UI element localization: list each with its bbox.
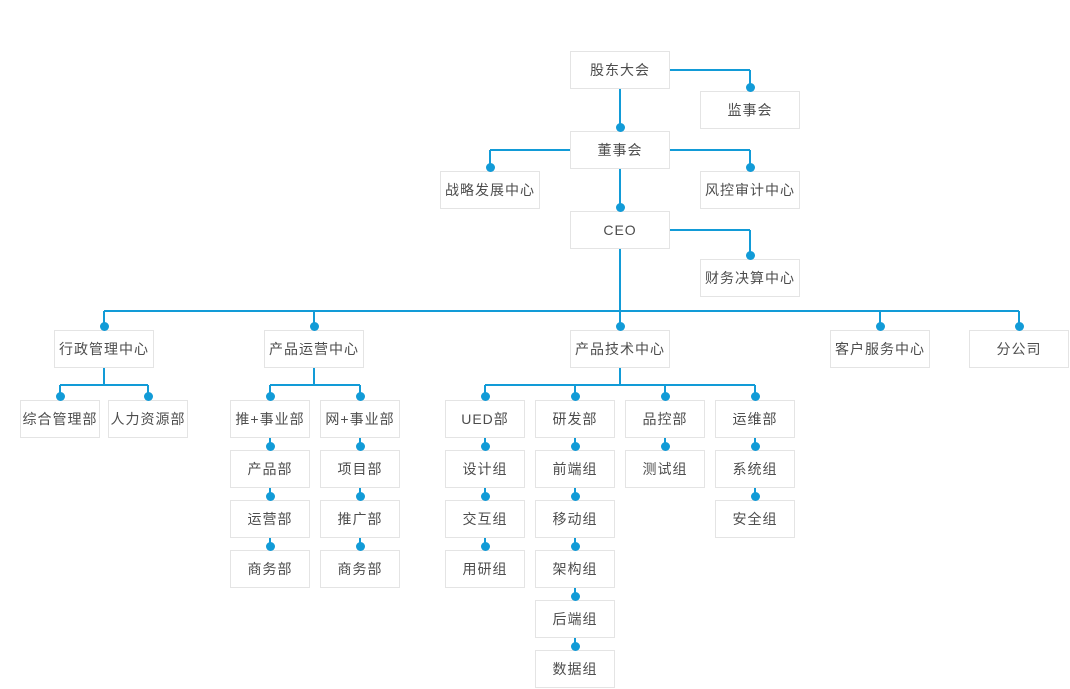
node-backend-group: 后端组 xyxy=(535,600,615,638)
node-ops-dept: 运维部 xyxy=(715,400,795,438)
node-product-dept: 产品部 xyxy=(230,450,310,488)
connector-dot xyxy=(745,250,755,260)
node-business-dept-wang: 商务部 xyxy=(320,550,400,588)
connector-dot xyxy=(570,541,580,551)
connector-line xyxy=(103,368,105,385)
connector-dot xyxy=(265,541,275,551)
node-product-technology-center: 产品技术中心 xyxy=(570,330,670,368)
connector-dot xyxy=(615,202,625,212)
node-shareholders-meeting: 股东大会 xyxy=(570,51,670,89)
connector-line xyxy=(670,149,750,151)
connector-dot xyxy=(660,391,670,401)
node-ued-dept: UED部 xyxy=(445,400,525,438)
connector-dot xyxy=(660,441,670,451)
node-qc-dept: 品控部 xyxy=(625,400,705,438)
connector-line xyxy=(60,384,148,386)
node-business-dept-tui: 商务部 xyxy=(230,550,310,588)
node-board-of-directors: 董事会 xyxy=(570,131,670,169)
node-customer-service-center: 客户服务中心 xyxy=(830,330,930,368)
node-frontend-group: 前端组 xyxy=(535,450,615,488)
connector-line xyxy=(619,89,621,131)
connector-dot xyxy=(570,641,580,651)
node-general-management-dept: 综合管理部 xyxy=(20,400,100,438)
connector-dot xyxy=(355,541,365,551)
node-hr-dept: 人力资源部 xyxy=(108,400,188,438)
connector-line xyxy=(619,169,621,211)
node-system-group: 系统组 xyxy=(715,450,795,488)
connector-dot xyxy=(143,391,153,401)
node-interaction-group: 交互组 xyxy=(445,500,525,538)
connector-line xyxy=(749,70,751,91)
connector-line xyxy=(313,368,315,385)
node-promotion-dept: 推广部 xyxy=(320,500,400,538)
connector-line xyxy=(749,230,751,259)
connector-dot xyxy=(265,391,275,401)
node-architecture-group: 架构组 xyxy=(535,550,615,588)
connector-dot xyxy=(745,82,755,92)
connector-line xyxy=(619,311,621,330)
connector-line xyxy=(313,311,315,330)
connector-dot xyxy=(265,491,275,501)
connector-dot xyxy=(745,162,755,172)
connector-line xyxy=(1018,311,1020,330)
connector-line xyxy=(670,69,750,71)
connector-dot xyxy=(355,391,365,401)
node-user-research-group: 用研组 xyxy=(445,550,525,588)
connector-line xyxy=(879,311,881,330)
connector-dot xyxy=(750,441,760,451)
connector-dot xyxy=(1014,321,1024,331)
connector-dot xyxy=(750,391,760,401)
connector-dot xyxy=(570,491,580,501)
connector-dot xyxy=(480,391,490,401)
connector-dot xyxy=(570,391,580,401)
node-wang-plus-business-unit: 网+事业部 xyxy=(320,400,400,438)
connector-line xyxy=(619,368,621,385)
node-ceo: CEO xyxy=(570,211,670,249)
node-rd-dept: 研发部 xyxy=(535,400,615,438)
node-branch-company: 分公司 xyxy=(969,330,1069,368)
node-operation-dept: 运营部 xyxy=(230,500,310,538)
connector-dot xyxy=(99,321,109,331)
connector-dot xyxy=(55,391,65,401)
connector-dot xyxy=(309,321,319,331)
connector-line xyxy=(490,149,570,151)
node-tui-plus-business-unit: 推+事业部 xyxy=(230,400,310,438)
connector-line xyxy=(103,311,105,330)
connector-dot xyxy=(570,591,580,601)
node-testing-group: 测试组 xyxy=(625,450,705,488)
node-mobile-group: 移动组 xyxy=(535,500,615,538)
node-admin-management-center: 行政管理中心 xyxy=(54,330,154,368)
connector-dot xyxy=(615,122,625,132)
connector-line xyxy=(104,310,1019,312)
node-finance-settlement-center: 财务决算中心 xyxy=(700,259,800,297)
connector-dot xyxy=(480,541,490,551)
connector-dot xyxy=(485,162,495,172)
connector-dot xyxy=(355,441,365,451)
node-security-group: 安全组 xyxy=(715,500,795,538)
connector-dot xyxy=(480,441,490,451)
connector-line xyxy=(670,229,750,231)
node-supervisory-board: 监事会 xyxy=(700,91,800,129)
connector-dot xyxy=(265,441,275,451)
connector-dot xyxy=(750,491,760,501)
connector-line xyxy=(619,249,621,311)
node-risk-audit-center: 风控审计中心 xyxy=(700,171,800,209)
connector-line xyxy=(749,150,751,171)
node-data-group: 数据组 xyxy=(535,650,615,688)
connector-dot xyxy=(480,491,490,501)
connector-line xyxy=(485,384,755,386)
connector-line xyxy=(489,150,491,171)
connector-line xyxy=(270,384,360,386)
connector-dot xyxy=(570,441,580,451)
node-strategy-development-center: 战略发展中心 xyxy=(440,171,540,209)
node-project-dept: 项目部 xyxy=(320,450,400,488)
connector-dot xyxy=(615,321,625,331)
node-product-operation-center: 产品运营中心 xyxy=(264,330,364,368)
node-design-group: 设计组 xyxy=(445,450,525,488)
connector-dot xyxy=(875,321,885,331)
connector-dot xyxy=(355,491,365,501)
